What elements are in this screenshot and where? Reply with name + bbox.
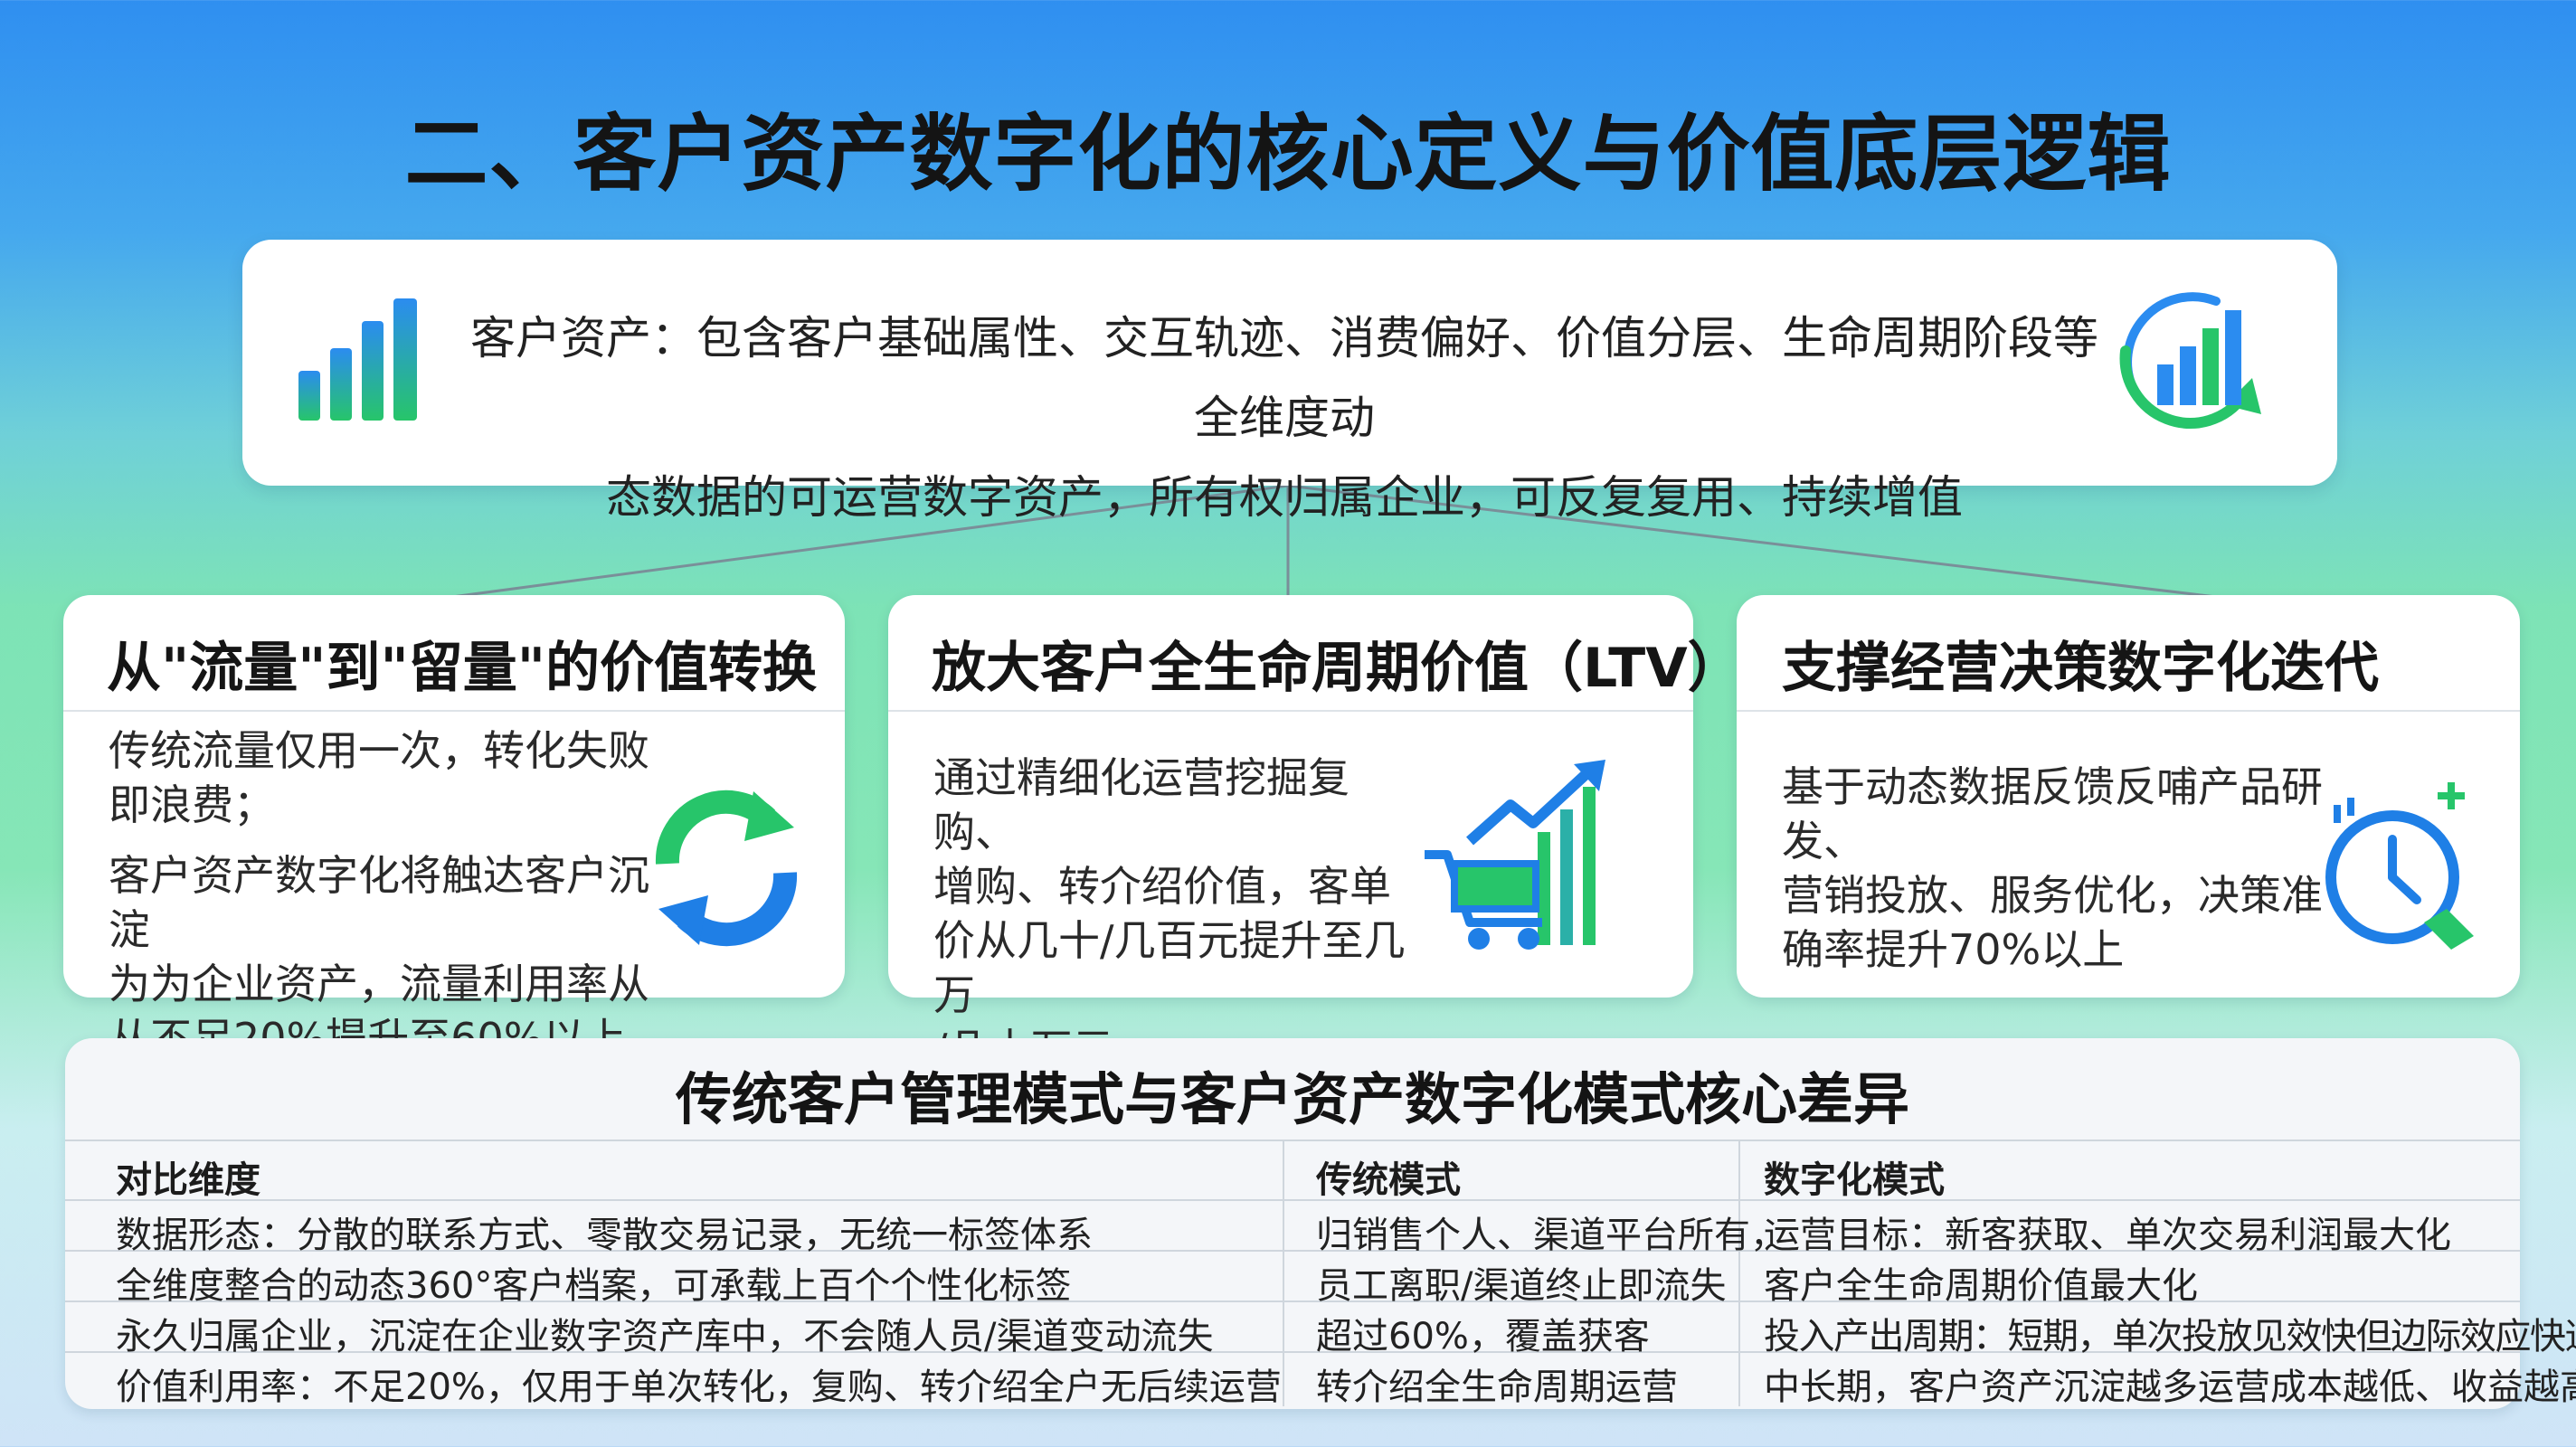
table-column-divider — [1738, 1140, 1740, 1406]
definition-line-1: 客户资产：包含客户基础属性、交互轨迹、消费偏好、价值分层、生命周期阶段等全维度动 — [470, 312, 2098, 444]
growth-cycle-icon — [2119, 292, 2261, 429]
clock-plus-icon — [2325, 782, 2474, 950]
card-title-traffic: 从"流量"到"留量"的价值转换 — [107, 637, 818, 700]
card-line: 确率提升70%以上 — [1782, 925, 2125, 974]
table-divider — [65, 1250, 2520, 1252]
divider — [63, 710, 845, 712]
table-divider — [65, 1300, 2520, 1302]
table-header-digital: 数字化模式 — [1764, 1159, 1945, 1201]
table-cell: 数据形态：分散的联系方式、零散交易记录，无统一标签体系 — [116, 1215, 1093, 1256]
table-divider — [65, 1199, 2520, 1201]
table-divider — [65, 1351, 2520, 1353]
card-title-decision: 支撑经营决策数字化迭代 — [1782, 637, 2379, 700]
table-header-traditional: 传统模式 — [1316, 1159, 1461, 1201]
card-line: 增购、转介绍价值，客单 — [933, 862, 1391, 911]
table-column-divider — [1283, 1140, 1284, 1406]
table-cell: 投入产出周期：短期，单次投放见效快但边际效应快速递减 — [1764, 1316, 2576, 1357]
comparison-table — [65, 1038, 2520, 1409]
table-divider — [65, 1140, 2520, 1141]
card-text-decision: 基于动态数据反馈反哺产品研发、 营销投放、服务优化，决策准 确率提升70%以上 — [1782, 760, 2361, 977]
bar-chart-icon — [298, 298, 417, 421]
table-cell: 运营目标：新客获取、单次交易利润最大化 — [1764, 1215, 2451, 1256]
card-text-traffic: 传统流量仅用一次，转化失败即浪费； 客户资产数字化将触达客户沉淀 为为企业资产，… — [109, 724, 669, 1065]
divider — [1737, 710, 2520, 712]
refresh-cycle-icon — [655, 790, 798, 947]
definition-text: 客户资产：包含客户基础属性、交互轨迹、消费偏好、价值分层、生命周期阶段等全维度动… — [470, 298, 2098, 537]
cart-growth-icon — [1425, 760, 1605, 950]
card-title-ltv: 放大客户全生命周期价值（LTV） — [932, 637, 1742, 700]
table-cell: 员工离职/渠道终止即流失 — [1316, 1265, 1727, 1307]
divider — [888, 710, 1693, 712]
value-card-decision — [1737, 595, 2520, 998]
card-line: 价从几十/几百元提升至几万 — [933, 916, 1406, 1019]
table-cell: 价值利用率：不足20%，仅用于单次转化，复购、转介绍全户无后续运营 — [116, 1367, 1282, 1408]
table-cell: 中长期，客户资产沉淀越多运营成本越低、收益越高 — [1764, 1367, 2576, 1408]
table-cell: 超过60%，覆盖获客 — [1316, 1316, 1650, 1357]
definition-card — [242, 240, 2337, 486]
table-title: 传统客户管理模式与客户资产数字化模式核心差异 — [675, 1066, 1909, 1132]
page-title: 二、客户资产数字化的核心定义与价值底层逻辑 — [404, 106, 2172, 203]
card-line: 基于动态数据反馈反哺产品研发、 — [1782, 762, 2323, 865]
table-header-dimension: 对比维度 — [116, 1159, 260, 1201]
card-line: 为为企业资产，流量利用率从 — [109, 960, 649, 1008]
table-cell: 转介绍全生命周期运营 — [1316, 1367, 1678, 1408]
card-text-ltv: 通过精细化运营挖掘复购、 增购、转介绍价值，客单 价从几十/几百元提升至几万 /… — [933, 751, 1422, 1076]
table-cell: 客户全生命周期价值最大化 — [1764, 1265, 2198, 1307]
card-line: 通过精细化运营挖掘复购、 — [933, 753, 1350, 856]
table-cell: 永久归属企业，沉淀在企业数字资产库中，不会随人员/渠道变动流失 — [116, 1316, 1214, 1357]
card-line: 传统流量仅用一次，转化失败即浪费； — [109, 726, 649, 829]
card-line: 营销投放、服务优化，决策准 — [1782, 871, 2323, 920]
table-cell: 归销售个人、渠道平台所有， — [1316, 1215, 1786, 1256]
definition-line-2: 态数据的可运营数字资产，所有权归属企业，可反复复用、持续增值 — [606, 471, 1963, 524]
table-cell: 全维度整合的动态360°客户档案，可承载上百个个性化标签 — [116, 1265, 1072, 1307]
card-line: 客户资产数字化将触达客户沉淀 — [109, 851, 649, 954]
